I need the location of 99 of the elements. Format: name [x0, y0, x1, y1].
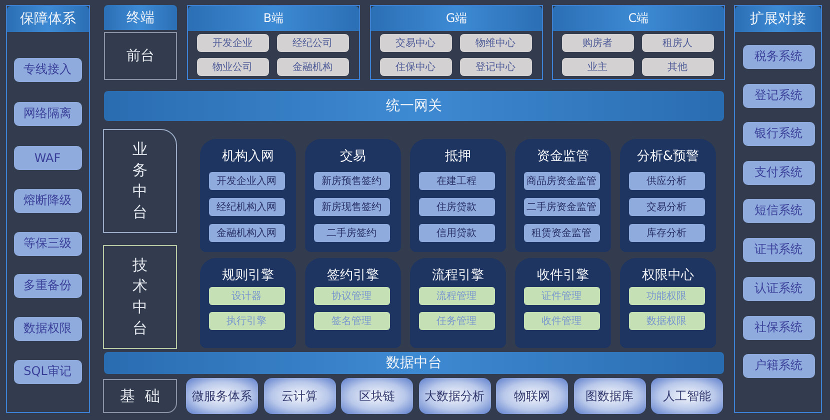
client-panel — [187, 5, 360, 80]
infrastructure-item: 图数据库 — [574, 378, 646, 414]
infrastructure-item: 微服务体系 — [186, 378, 258, 414]
feature-item: 经纪机构入网 — [208, 198, 284, 216]
engine-item: 设计器 — [208, 286, 284, 304]
system-item: WAF — [14, 146, 82, 170]
module-card — [200, 139, 296, 252]
system-item: 熔断降级 — [14, 188, 82, 212]
feature-item: 库存分析 — [628, 224, 704, 242]
module-card — [305, 258, 401, 348]
client-item: 交易中心 — [380, 34, 452, 52]
layer-label: 基础 — [103, 379, 177, 413]
layer-bar: 数据中台 — [104, 352, 724, 374]
card-title: 收件引擎 — [536, 267, 590, 284]
card-title: 流程引擎 — [431, 267, 485, 284]
module-card — [515, 139, 611, 252]
engine-item: 流程管理 — [418, 286, 494, 304]
client-item: 业主 — [562, 58, 634, 76]
system-item: 专线接入 — [14, 58, 82, 82]
panel-header: 扩展对接 — [735, 6, 821, 32]
client-panel — [552, 5, 725, 80]
infrastructure-item: 云计算 — [264, 378, 336, 414]
infrastructure-item: 大数据分析 — [418, 378, 490, 414]
engine-item: 数据权限 — [628, 312, 704, 330]
feature-item: 在建工程 — [418, 172, 494, 190]
engine-item: 收件管理 — [524, 312, 600, 330]
client-item: 开发企业 — [196, 34, 268, 52]
side-panel — [734, 5, 822, 413]
feature-item: 供应分析 — [628, 172, 704, 190]
module-card — [620, 139, 716, 252]
module-card — [410, 139, 506, 252]
infrastructure-item: 人工智能 — [651, 378, 723, 414]
layer-label: 业务中台 — [103, 129, 177, 233]
engine-item: 任务管理 — [418, 312, 494, 330]
feature-item: 金融机构入网 — [208, 224, 284, 242]
client-item: 经纪公司 — [276, 34, 348, 52]
card-title: 机构入网 — [221, 148, 275, 165]
engine-item: 证件管理 — [524, 286, 600, 304]
system-item: 多重备份 — [14, 274, 82, 298]
system-item: 社保系统 — [742, 316, 814, 340]
module-card — [620, 258, 716, 348]
layer-label: 技术中台 — [103, 245, 177, 349]
card-title: 权限中心 — [641, 267, 695, 284]
feature-item: 租赁资金监管 — [524, 224, 600, 242]
client-item: 住保中心 — [380, 58, 452, 76]
module-card — [410, 258, 506, 348]
client-item: 购房者 — [562, 34, 634, 52]
system-item: 认证系统 — [742, 276, 814, 300]
system-item: 银行系统 — [742, 122, 814, 146]
system-item: 数据权限 — [14, 316, 82, 340]
system-item: 网络隔离 — [14, 102, 82, 126]
panel-header: G端 — [371, 6, 542, 31]
card-title: 交易 — [339, 148, 367, 165]
client-panel — [370, 5, 543, 80]
engine-item: 签名管理 — [314, 312, 390, 330]
module-card — [305, 139, 401, 252]
client-item: 物维中心 — [460, 34, 532, 52]
card-title: 分析&预警 — [636, 148, 700, 165]
feature-item: 交易分析 — [628, 198, 704, 216]
feature-item: 商品房资金监管 — [524, 172, 600, 190]
layer-bar: 统一网关 — [104, 91, 724, 121]
system-item: 登记系统 — [742, 84, 814, 108]
panel-header: 保障体系 — [7, 6, 89, 32]
system-item: 税务系统 — [742, 44, 814, 68]
engine-item: 功能权限 — [628, 286, 704, 304]
card-title: 签约引擎 — [326, 267, 380, 284]
client-item: 租房人 — [642, 34, 714, 52]
engine-item: 协议管理 — [314, 286, 390, 304]
module-card — [200, 258, 296, 348]
client-item: 其他 — [642, 58, 714, 76]
infrastructure-item: 物联网 — [496, 378, 568, 414]
system-item: SQL审记 — [14, 360, 82, 384]
terminal-panel — [104, 5, 177, 80]
card-title: 抵押 — [444, 148, 472, 165]
system-item: 支付系统 — [742, 160, 814, 184]
side-panel — [6, 5, 90, 413]
system-item: 证书系统 — [742, 238, 814, 262]
client-item: 物业公司 — [196, 58, 268, 76]
engine-item: 执行引擎 — [208, 312, 284, 330]
client-item: 金融机构 — [276, 58, 348, 76]
feature-item: 二手房签约 — [314, 224, 390, 242]
feature-item: 二手房资金监管 — [524, 198, 600, 216]
panel-label: 前台 — [104, 32, 177, 80]
feature-item: 新房现售签约 — [314, 198, 390, 216]
feature-item: 住房贷款 — [418, 198, 494, 216]
system-item: 短信系统 — [742, 198, 814, 222]
card-title: 规则引擎 — [221, 267, 275, 284]
feature-item: 新房预售签约 — [314, 172, 390, 190]
panel-header: C端 — [553, 6, 724, 31]
panel-header: B端 — [188, 6, 359, 31]
infrastructure-item: 区块链 — [341, 378, 413, 414]
module-card — [515, 258, 611, 348]
card-title: 资金监管 — [536, 148, 590, 165]
system-item: 户籍系统 — [742, 354, 814, 378]
system-item: 等保三级 — [14, 232, 82, 256]
feature-item: 信用贷款 — [418, 224, 494, 242]
panel-header: 终端 — [104, 5, 177, 30]
client-item: 登记中心 — [460, 58, 532, 76]
feature-item: 开发企业入网 — [208, 172, 284, 190]
